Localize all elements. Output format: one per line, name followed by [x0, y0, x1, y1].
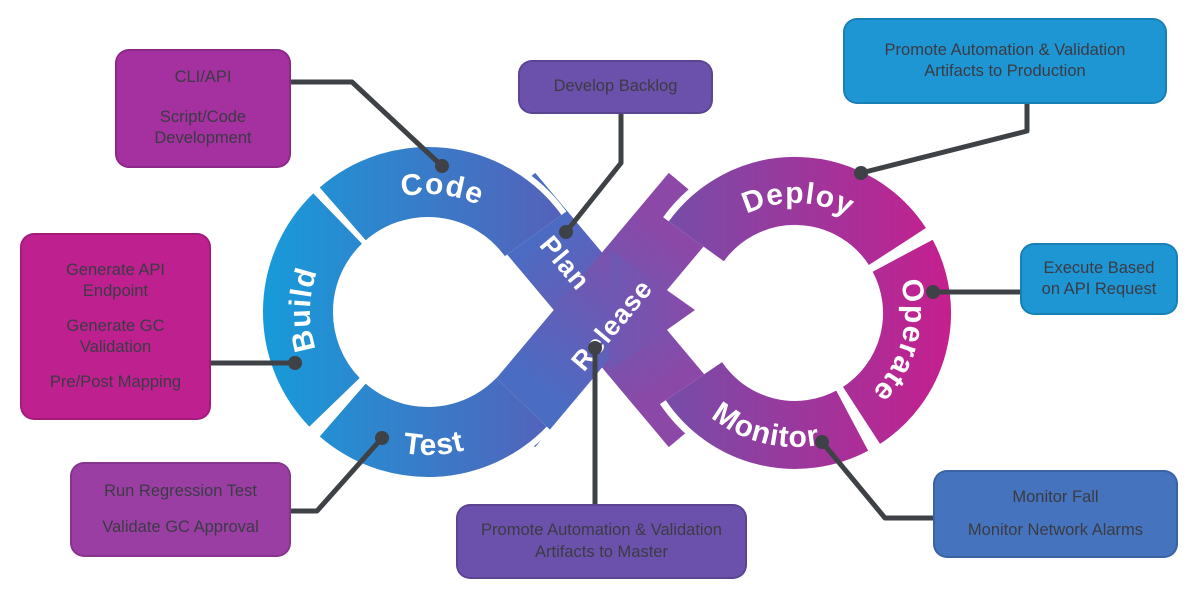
build-label: Build [284, 264, 324, 356]
test-segment [319, 377, 547, 477]
release-band [478, 172, 726, 448]
dot-plan [559, 225, 573, 239]
callout-text: Generate GC Validation [66, 316, 165, 357]
dot-deploy [854, 166, 868, 180]
right-arrowhead [610, 250, 695, 370]
connector-cli-api [287, 79, 445, 169]
dot-code [435, 159, 449, 173]
callout-text: Monitor Network Alarms [967, 521, 1144, 539]
test-label: Test [402, 425, 467, 462]
dot-build [288, 356, 302, 370]
callout-promote-production: Promote Automation & Validation Artifact… [843, 18, 1167, 104]
callout-promote-master: Promote Automation & Validation Artifact… [456, 504, 747, 579]
callout-execute-api: Execute Based on API Request [1020, 243, 1178, 315]
dot-test [375, 431, 389, 445]
callout-text: Pre/Post Mapping [49, 372, 182, 391]
dot-monitor [815, 435, 829, 449]
callout-text: Execute Based on API Request [1041, 258, 1157, 298]
dot-release [588, 341, 602, 355]
code-segment [319, 147, 562, 258]
callout-run-regression: Run Regression Test Validate GC Approval [70, 462, 291, 557]
callout-monitor-fall: Monitor Fall Monitor Network Alarms [933, 470, 1178, 558]
callout-text: Run Regression Test [104, 482, 257, 501]
connector-develop-backlog [563, 110, 624, 235]
callout-text: Monitor Fall [1012, 487, 1099, 506]
connector-run-regression [288, 435, 385, 514]
callout-develop-backlog: Develop Backlog [518, 60, 713, 114]
callout-text: Script/Code Development [154, 107, 252, 148]
callout-text: Generate API Endpoint [65, 260, 166, 301]
callout-generate-api: Generate API Endpoint Generate GC Valida… [20, 233, 211, 420]
connector-monitor-fall [819, 439, 936, 521]
left-loop [262, 147, 562, 477]
dot-operate [926, 285, 940, 299]
right-loop [665, 156, 951, 469]
build-segment [262, 193, 363, 427]
callout-text: Promote Automation & Validation Artifact… [884, 40, 1126, 80]
connectors [208, 79, 1030, 521]
callout-text: Validate GC Approval [102, 517, 259, 536]
callout-text: CLI/API [174, 68, 232, 87]
operate-segment [842, 239, 951, 444]
monitor-segment [665, 361, 869, 469]
center-cross-bands [478, 172, 726, 448]
callout-text: Develop Backlog [553, 77, 678, 96]
callout-text: Promote Automation & Validation Artifact… [481, 521, 722, 561]
callout-cli-api: CLI/API Script/Code Development [115, 49, 291, 168]
deploy-segment [668, 156, 926, 266]
connector-promote-production [858, 101, 1030, 176]
